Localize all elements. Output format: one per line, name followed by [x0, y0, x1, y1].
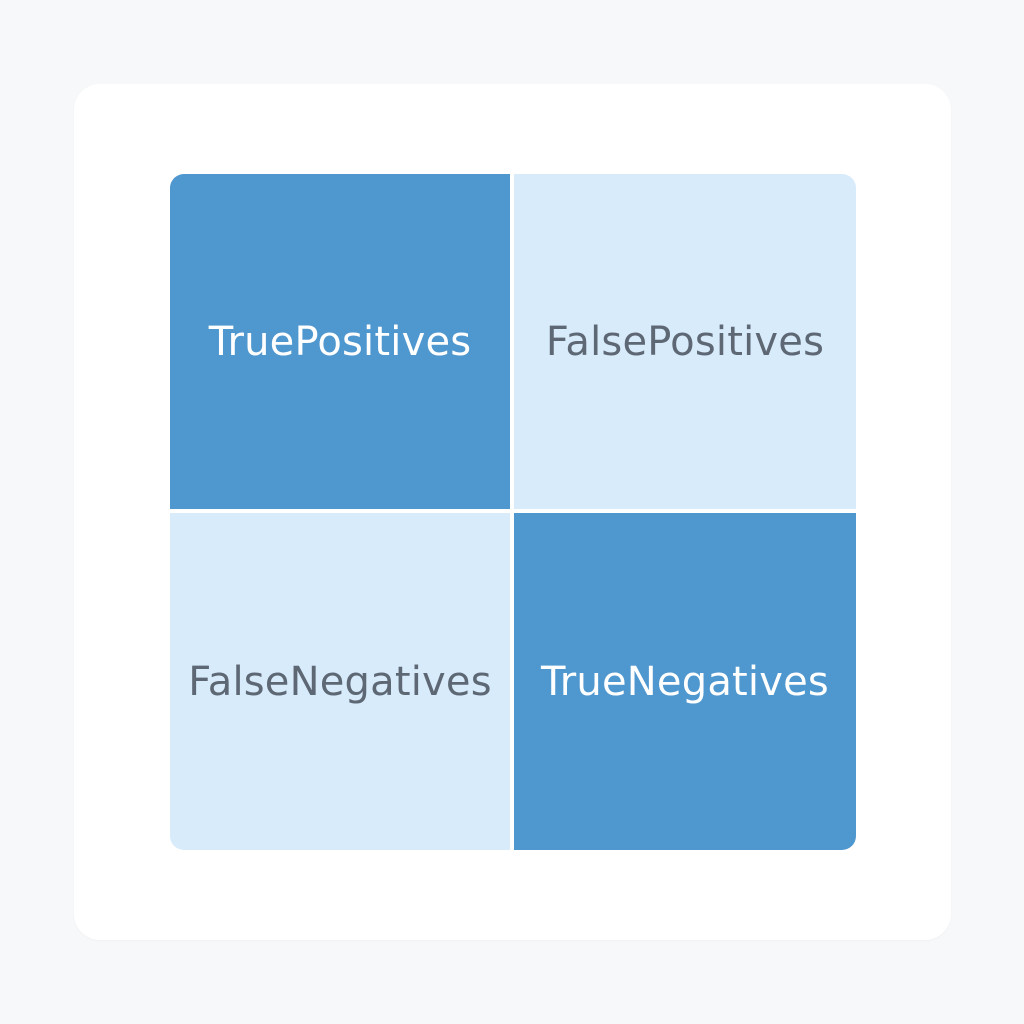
matrix-cell-false-negatives: False Negatives [170, 513, 510, 850]
cell-label-line-1: True [541, 658, 627, 705]
confusion-matrix-grid: True Positives False Positives False Neg… [170, 174, 856, 850]
cell-label-line-1: False [545, 318, 648, 365]
matrix-cell-true-negatives: True Negatives [514, 513, 856, 850]
matrix-cell-true-positives: True Positives [170, 174, 510, 509]
cell-label-line-1: False [188, 658, 290, 705]
cell-label-line-2: Negatives [626, 658, 829, 705]
matrix-cell-false-positives: False Positives [514, 174, 856, 509]
cell-label-line-2: Positives [647, 318, 825, 365]
cell-label-line-2: Positives [294, 318, 472, 365]
cell-label-line-1: True [208, 318, 295, 365]
cell-label-line-2: Negatives [289, 658, 492, 705]
